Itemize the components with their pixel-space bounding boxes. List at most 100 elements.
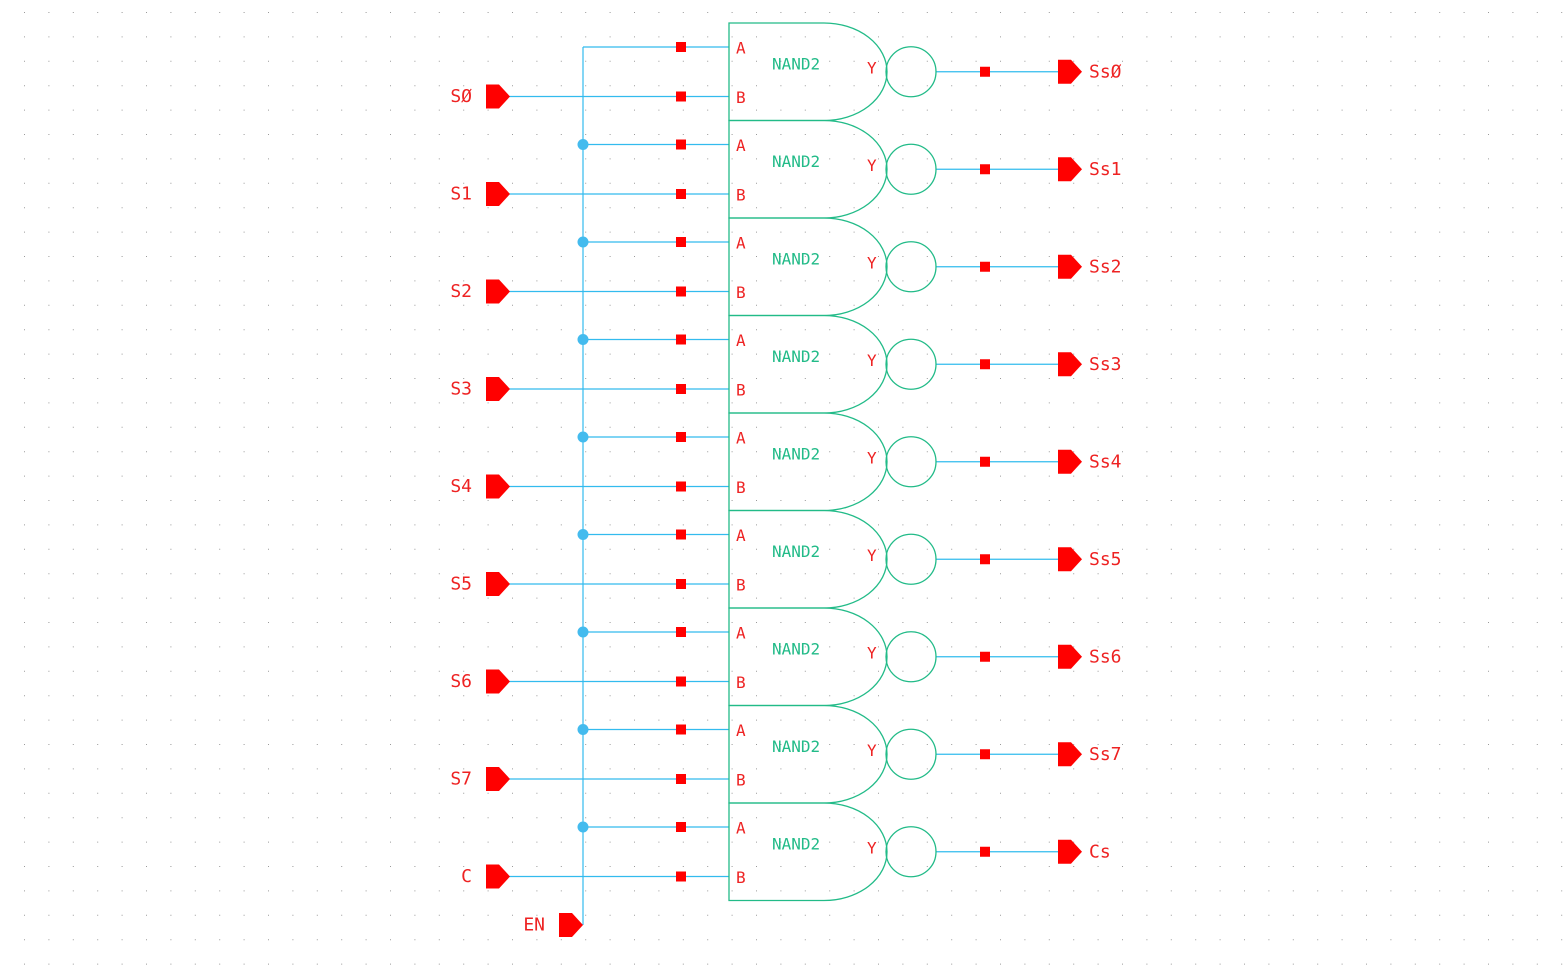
connector-square xyxy=(676,724,686,735)
gate-cell-name: NAND2 xyxy=(772,249,820,268)
nand-gate-bubble xyxy=(885,826,937,878)
output-pin-shape xyxy=(1058,547,1082,572)
connector-square xyxy=(676,822,686,832)
gate-pin-y-label: Y xyxy=(867,156,877,175)
input-pin-shape xyxy=(486,669,510,694)
connector-square xyxy=(676,237,686,247)
connector-square xyxy=(676,91,686,102)
connector-square xyxy=(980,66,990,77)
connector-square xyxy=(676,579,686,589)
enable-pin-shape xyxy=(559,913,583,937)
connector-square xyxy=(980,456,990,467)
nand-gate-body xyxy=(728,22,888,122)
gate-pin-b-label: B xyxy=(736,673,746,692)
nand-gate-body xyxy=(728,314,888,414)
nand-gate-body xyxy=(728,412,888,512)
connector-square xyxy=(676,529,686,540)
pin-labels: SØSsØS1Ss1S2Ss2S3Ss3S4Ss4S5Ss5S6Ss6S7Ss7… xyxy=(450,61,1121,935)
output-pin-label: Ss3 xyxy=(1089,354,1122,375)
connector-square xyxy=(676,432,686,442)
gate-pin-b-label: B xyxy=(736,771,746,790)
nand-gate-bubble xyxy=(885,631,937,683)
nand-gate-body xyxy=(728,509,888,609)
output-pin-shape xyxy=(1058,254,1082,279)
output-pin-label: SsØ xyxy=(1089,61,1122,82)
connector-square xyxy=(676,481,686,492)
connector-square xyxy=(980,846,990,857)
output-pin-shape xyxy=(1058,352,1082,377)
gate-pin-y-label: Y xyxy=(867,351,877,370)
output-pin-shape xyxy=(1058,839,1082,864)
input-pin-shape xyxy=(486,279,510,304)
gate-pin-y-label: Y xyxy=(867,546,877,565)
gate-pin-b-label: B xyxy=(736,478,746,497)
nand-gate-bubble xyxy=(885,143,937,195)
input-pin-shape xyxy=(486,84,510,109)
connector-square xyxy=(676,627,686,637)
input-pin-label: C xyxy=(461,866,472,887)
gate-pin-b-label: B xyxy=(736,283,746,302)
junction-dot xyxy=(577,334,589,345)
gate-pin-y-label: Y xyxy=(867,448,877,467)
input-pin-shape xyxy=(486,767,510,791)
input-pin-shape xyxy=(486,572,510,596)
connector-square xyxy=(676,139,686,150)
connector-square xyxy=(676,286,686,297)
junction-dot xyxy=(577,821,589,833)
junction-dot xyxy=(577,724,589,735)
gate-pin-a-label: A xyxy=(736,136,746,155)
connector-square xyxy=(676,774,686,784)
connector-square xyxy=(676,334,686,345)
input-pin-label: S6 xyxy=(450,671,472,692)
input-pin-label: SØ xyxy=(450,86,472,107)
output-pin-shape xyxy=(1058,157,1082,182)
output-pin-shape xyxy=(1058,644,1082,669)
connector-square xyxy=(676,384,686,394)
gate-cell-name: NAND2 xyxy=(772,347,820,366)
connector-square xyxy=(676,189,686,199)
connector-square xyxy=(676,42,686,52)
wires xyxy=(508,42,1058,925)
junction-dot xyxy=(577,236,589,248)
input-pin-shape xyxy=(486,377,510,401)
gate-pin-a-label: A xyxy=(736,526,746,545)
connector-square xyxy=(980,651,990,662)
connector-square xyxy=(980,359,990,370)
gate-pin-b-label: B xyxy=(736,186,746,205)
output-pin-label: Ss4 xyxy=(1089,451,1122,472)
nand-gate-body xyxy=(728,607,888,707)
connector-square xyxy=(980,261,990,272)
gate-pin-a-label: A xyxy=(736,429,746,448)
connector-square xyxy=(676,871,686,882)
input-pin-label: S2 xyxy=(450,281,472,302)
gate-pin-a-label: A xyxy=(736,234,746,253)
nand-gate-bubble xyxy=(885,338,937,390)
nand-gate-bubble xyxy=(885,46,937,98)
input-pin-shape xyxy=(486,864,510,889)
output-pin-shape xyxy=(1058,59,1082,84)
gate-cell-name: NAND2 xyxy=(772,737,820,756)
gate-cell-name: NAND2 xyxy=(772,444,820,463)
gate-pin-a-label: A xyxy=(736,39,746,58)
gate-pin-a-label: A xyxy=(736,624,746,643)
gate-pin-y-label: Y xyxy=(867,741,877,760)
enable-pin-label: EN xyxy=(523,915,545,936)
output-pin-label: Cs xyxy=(1089,841,1111,862)
nand-gates: ABYNAND2ABYNAND2ABYNAND2ABYNAND2ABYNAND2… xyxy=(728,22,937,902)
nand-gate-body xyxy=(728,217,888,317)
gate-cell-name: NAND2 xyxy=(772,54,820,73)
gate-pin-b-label: B xyxy=(736,381,746,400)
gate-pin-b-label: B xyxy=(736,868,746,887)
gate-pin-y-label: Y xyxy=(867,643,877,662)
output-pin-label: Ss1 xyxy=(1089,159,1122,180)
connector-square xyxy=(980,749,990,760)
nand-gate-bubble xyxy=(885,436,937,488)
gate-cell-name: NAND2 xyxy=(772,152,820,171)
gate-pin-a-label: A xyxy=(736,819,746,838)
output-pin-label: Ss7 xyxy=(1089,744,1122,765)
connector-square xyxy=(980,164,990,175)
junction-dot xyxy=(577,529,589,540)
gate-cell-name: NAND2 xyxy=(772,834,820,853)
